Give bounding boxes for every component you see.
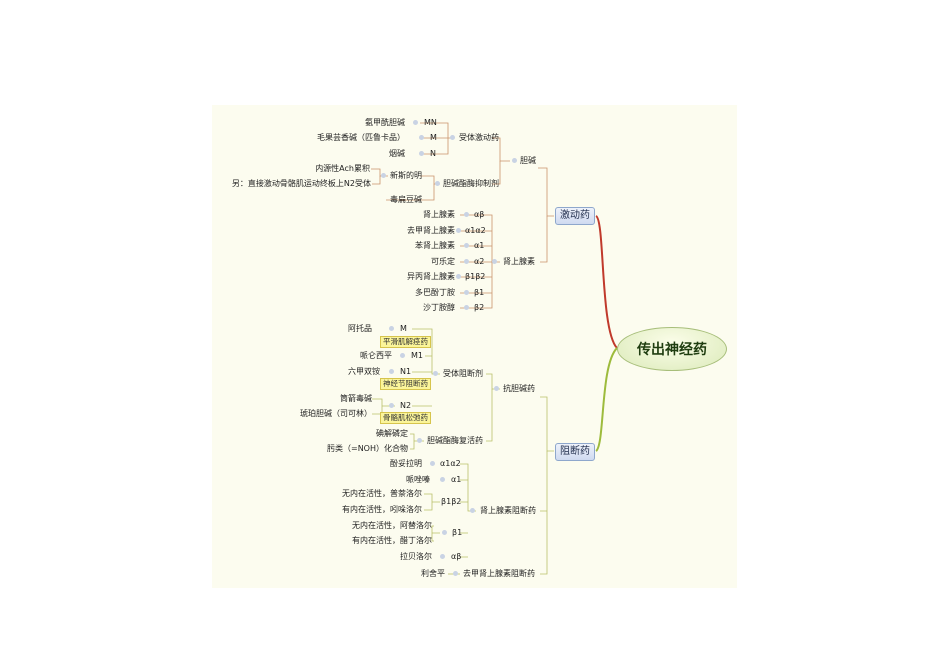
drug-pirenzepine[interactable]: 哌仑西平 bbox=[360, 351, 392, 360]
tag-muscle-relaxant: 骨骼肌松弛药 bbox=[380, 412, 431, 424]
receptor-a2: α2 bbox=[474, 257, 485, 266]
drug-physostigmine[interactable]: 毒扁豆碱 bbox=[390, 195, 422, 204]
node-dot bbox=[417, 438, 422, 443]
branch-antagonist[interactable]: 阻断药 bbox=[555, 443, 595, 461]
node-dot bbox=[512, 158, 517, 163]
node-dot bbox=[456, 274, 461, 279]
drug-clonidine[interactable]: 可乐定 bbox=[431, 257, 455, 266]
node-dot bbox=[389, 403, 394, 408]
drug-neostigmine[interactable]: 新斯的明 bbox=[390, 171, 422, 180]
node-receptor-agonists[interactable]: 受体激动药 bbox=[459, 133, 499, 142]
node-dot bbox=[381, 173, 386, 178]
drug-labetalol[interactable]: 拉贝洛尔 bbox=[400, 552, 432, 561]
note-ach-accumulation: 内源性Ach累积 bbox=[315, 164, 370, 173]
node-dot bbox=[440, 554, 445, 559]
drug-reserpine[interactable]: 利舍平 bbox=[421, 569, 445, 578]
drug-propranolol[interactable]: 无内在活性，普萘洛尔 bbox=[342, 489, 422, 498]
receptor-b1-block: β1 bbox=[452, 528, 463, 537]
node-adrenergic[interactable]: 肾上腺素 bbox=[503, 257, 535, 266]
node-dot bbox=[389, 326, 394, 331]
receptor-mn: MN bbox=[424, 118, 437, 127]
drug-norepinephrine[interactable]: 去甲肾上腺素 bbox=[407, 226, 455, 235]
node-dot bbox=[450, 135, 455, 140]
receptor-n: N bbox=[430, 149, 436, 158]
root-topic[interactable]: 传出神经药 bbox=[617, 327, 727, 371]
receptor-b1b2: β1β2 bbox=[465, 272, 486, 281]
node-dot bbox=[440, 477, 445, 482]
node-dot bbox=[400, 353, 405, 358]
node-dot bbox=[464, 305, 469, 310]
node-dot bbox=[433, 371, 438, 376]
node-dot bbox=[494, 386, 499, 391]
node-adrenergic-blockers[interactable]: 肾上腺素阻断药 bbox=[480, 506, 536, 515]
receptor-n2: N2 bbox=[400, 401, 412, 410]
receptor-m-block: M bbox=[400, 324, 407, 333]
receptor-b1b2-block: β1β2 bbox=[441, 497, 462, 506]
drug-succinylcholine[interactable]: 琥珀胆碱（司可林） bbox=[300, 409, 372, 418]
node-dot bbox=[419, 135, 424, 140]
receptor-b1: β1 bbox=[474, 288, 485, 297]
drug-phentolamine[interactable]: 酚妥拉明 bbox=[390, 459, 422, 468]
drug-nicotine[interactable]: 烟碱 bbox=[389, 149, 405, 158]
node-dot bbox=[442, 530, 447, 535]
drug-isoproterenol[interactable]: 异丙肾上腺素 bbox=[407, 272, 455, 281]
node-dot bbox=[464, 243, 469, 248]
drug-hexamethonium[interactable]: 六甲双铵 bbox=[348, 367, 380, 376]
node-anticholinergic[interactable]: 抗胆碱药 bbox=[503, 384, 535, 393]
note-direct-n2: 另：直接激动骨骼肌运动终板上N2受体 bbox=[231, 179, 371, 188]
node-dot bbox=[464, 212, 469, 217]
branch-agonist[interactable]: 激动药 bbox=[555, 207, 595, 225]
receptor-a1: α1 bbox=[474, 241, 485, 250]
node-choline[interactable]: 胆碱 bbox=[520, 156, 536, 165]
drug-pralidoxime[interactable]: 碘解磷定 bbox=[376, 429, 408, 438]
node-ne-blockers[interactable]: 去甲肾上腺素阻断药 bbox=[463, 569, 535, 578]
drug-atenolol[interactable]: 无内在活性，阿替洛尔 bbox=[352, 521, 432, 530]
node-dot bbox=[470, 508, 475, 513]
node-dot bbox=[435, 181, 440, 186]
receptor-ab-block: αβ bbox=[451, 552, 462, 561]
drug-phenylephrine[interactable]: 苯肾上腺素 bbox=[415, 241, 455, 250]
drug-dobutamine[interactable]: 多巴酚丁胺 bbox=[415, 288, 455, 297]
receptor-a1-block: α1 bbox=[451, 475, 462, 484]
node-ache-inhibitors[interactable]: 胆碱酯酶抑制剂 bbox=[443, 179, 499, 188]
drug-carbachol[interactable]: 氨甲酰胆碱 bbox=[365, 118, 405, 127]
drug-salbutamol[interactable]: 沙丁胺醇 bbox=[423, 303, 455, 312]
node-dot bbox=[456, 228, 461, 233]
receptor-ab: αβ bbox=[474, 210, 485, 219]
tag-ganglion-blocker: 神经节阻断药 bbox=[380, 378, 431, 390]
drug-pindolol[interactable]: 有内在活性，吲哚洛尔 bbox=[342, 505, 422, 514]
drug-epinephrine[interactable]: 肾上腺素 bbox=[423, 210, 455, 219]
node-dot bbox=[389, 369, 394, 374]
drug-atropine[interactable]: 阿托品 bbox=[348, 324, 372, 333]
receptor-b2: β2 bbox=[474, 303, 485, 312]
node-dot bbox=[464, 259, 469, 264]
receptor-m1: M1 bbox=[411, 351, 423, 360]
drug-oxime-compounds[interactable]: 肟类（=NOH）化合物 bbox=[327, 444, 408, 453]
node-dot bbox=[464, 290, 469, 295]
drug-pilocarpine[interactable]: 毛果芸香碱（匹鲁卡品） bbox=[317, 133, 405, 142]
tag-smooth-muscle: 平滑肌解痉药 bbox=[380, 336, 431, 348]
drug-acebutolol[interactable]: 有内在活性，醋丁洛尔 bbox=[352, 536, 432, 545]
receptor-m: M bbox=[430, 133, 437, 142]
node-dot bbox=[492, 259, 497, 264]
node-receptor-blockers[interactable]: 受体阻断剂 bbox=[443, 369, 483, 378]
drug-prazosin[interactable]: 哌唑嗪 bbox=[406, 475, 430, 484]
node-dot bbox=[430, 461, 435, 466]
node-reactivators[interactable]: 胆碱酯酶复活药 bbox=[427, 436, 483, 445]
node-dot bbox=[419, 151, 424, 156]
receptor-a1a2: α1α2 bbox=[465, 226, 486, 235]
receptor-a1a2-block: α1α2 bbox=[440, 459, 461, 468]
node-dot bbox=[413, 120, 418, 125]
node-dot bbox=[453, 571, 458, 576]
drug-tubocurarine[interactable]: 筒箭毒碱 bbox=[340, 394, 372, 403]
receptor-n1: N1 bbox=[400, 367, 412, 376]
